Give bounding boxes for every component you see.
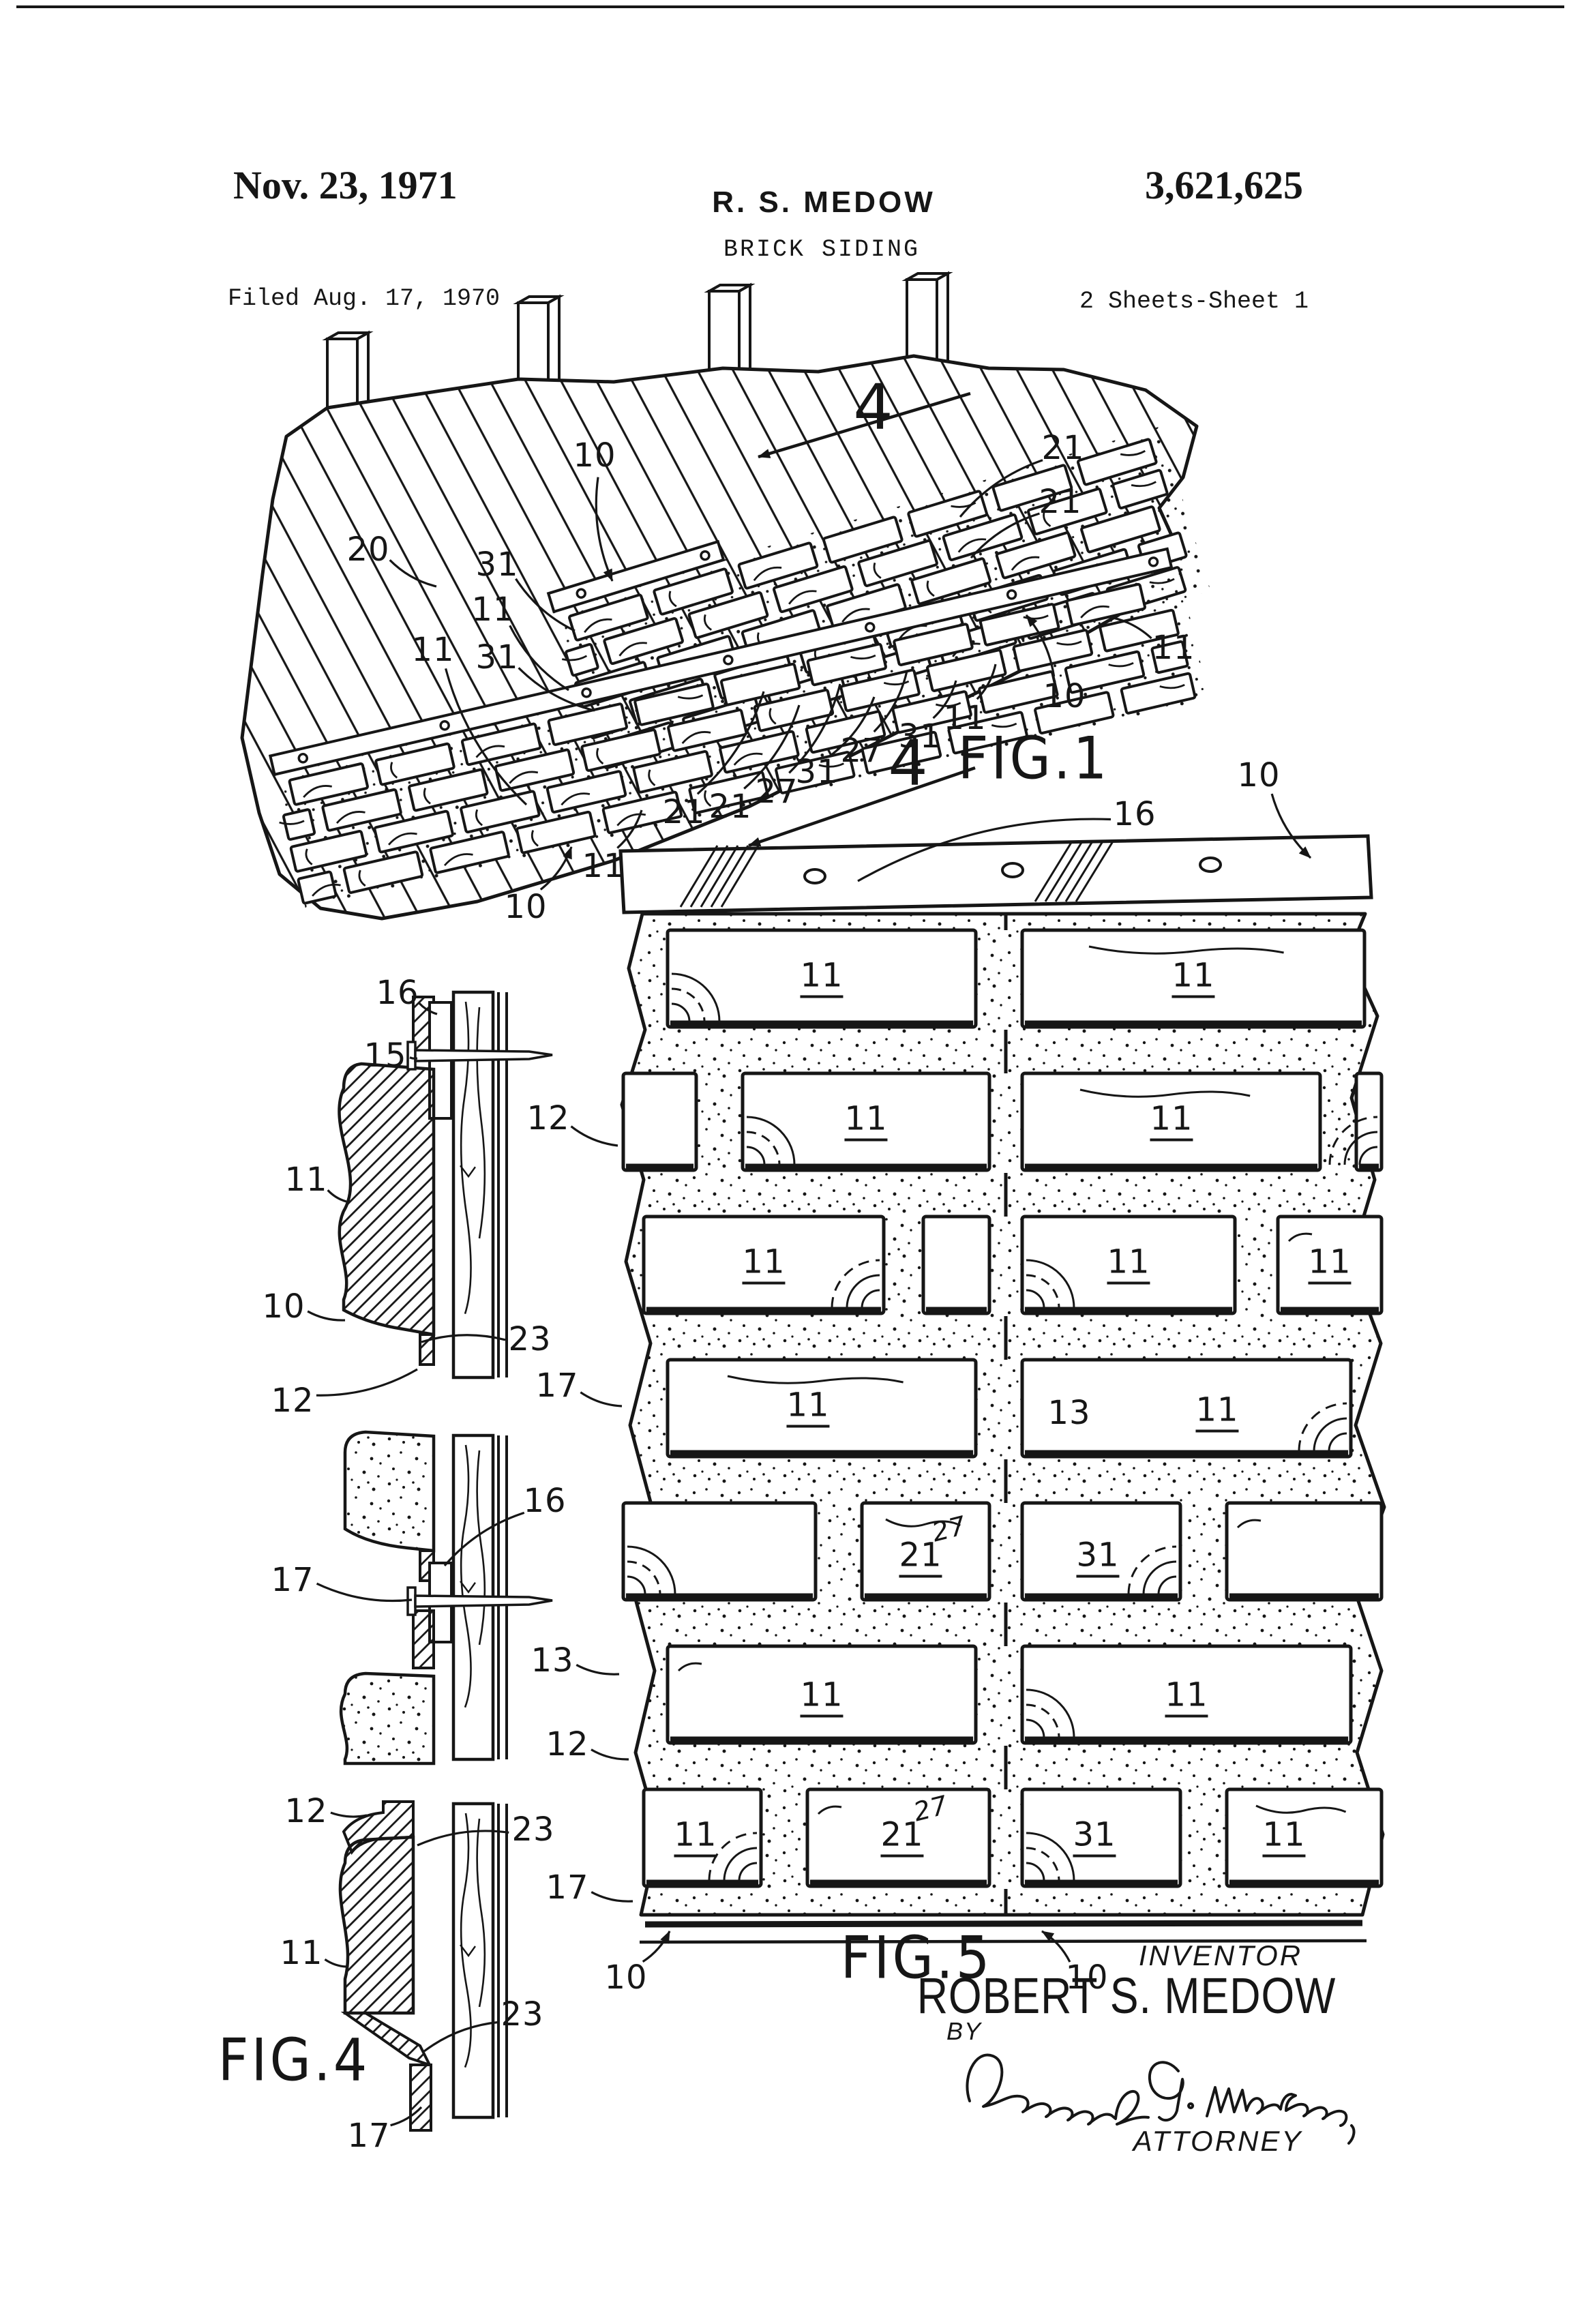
fig1-perspective-drawing (240, 271, 1211, 921)
inventor-label: INVENTOR (1138, 1939, 1303, 1971)
invention-title: BRICK SIDING (723, 236, 921, 263)
scan-border (16, 5, 1564, 8)
inventor-short: R. S. MEDOW (712, 185, 936, 219)
leader-lines (307, 391, 1312, 2127)
fig4-section-drawing (338, 990, 553, 2132)
sheet-info: 2 Sheets-Sheet 1 (1079, 288, 1309, 315)
issue-date: Nov. 23, 1971 (233, 163, 458, 207)
attorney-signature (966, 2053, 1356, 2145)
inventor-name: ROBERT S. MEDOW (916, 1967, 1337, 2024)
attorney-label: ATTORNEY (1133, 2125, 1303, 2157)
fig5-front-view-drawing (618, 834, 1386, 1944)
patent-number: 3,621,625 (1145, 163, 1303, 207)
filing-date: Filed Aug. 17, 1970 (228, 285, 501, 312)
by-label: BY (946, 2017, 983, 2045)
